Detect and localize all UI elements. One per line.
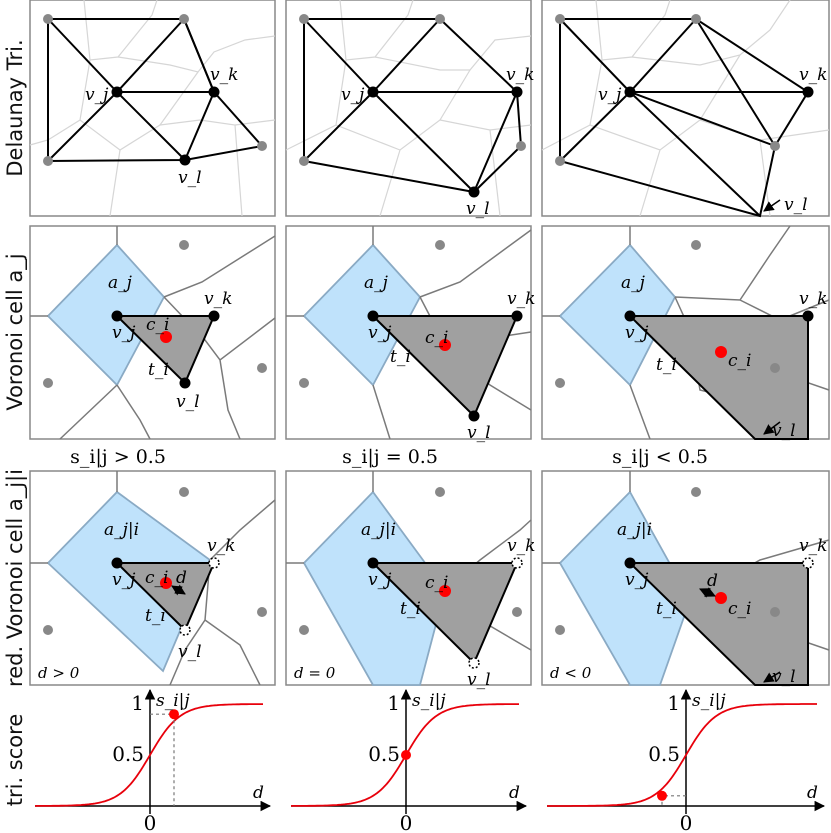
label-aji: a_j|i (104, 520, 139, 540)
panel-delaunay-1 (29, 0, 276, 217)
label-vk: v_k (507, 289, 535, 309)
label-vl: v_l (176, 392, 200, 412)
condition-1: s_i|j > 0.5 (70, 446, 166, 468)
d-label-2: d = 0 (294, 664, 336, 682)
xtick-0: 0 (400, 811, 413, 833)
x-axis-label: d (253, 783, 264, 803)
label-vj: v_j (341, 85, 365, 105)
score-curve (34, 703, 263, 807)
label-vk: v_k (507, 536, 535, 556)
xtick-0: 0 (680, 811, 693, 833)
panel-voronoi-2 (285, 225, 532, 440)
label-vl: v_l (178, 642, 202, 662)
label-vk: v_k (799, 536, 827, 556)
condition-2: s_i|j = 0.5 (342, 446, 438, 468)
label-aj: a_j (108, 273, 133, 293)
label-vj: v_j (368, 323, 392, 343)
panel-delaunay-3 (541, 0, 830, 218)
ytick-1: 1 (131, 691, 144, 715)
score-plots: 1 0.5 0 s_i|jd 1 0.5 0 s_i|jd 1 0.5 0 s_i|jd (34, 688, 826, 833)
row-label-reduced: red. Voronoi cell a_j|i (3, 469, 27, 687)
panel-delaunay-2 (285, 0, 532, 217)
label-ci: c_i (425, 328, 448, 348)
label-vj: v_j (625, 323, 649, 343)
row-label-score: tri. score (3, 713, 27, 807)
d-label-3: d < 0 (550, 664, 592, 682)
d-label-1: d > 0 (38, 664, 80, 682)
panel-reduced-2 (285, 470, 532, 686)
label-ci: c_i (145, 568, 168, 588)
label-ti: t_i (390, 347, 411, 367)
label-aji: a_j|i (361, 520, 396, 540)
ytick-0.5: 0.5 (368, 742, 400, 766)
ytick-0.5: 0.5 (648, 742, 680, 766)
label-vl: v_l (178, 168, 202, 188)
label-vj: v_j (625, 570, 649, 590)
label-aj: a_j (621, 273, 646, 293)
score-marker (401, 750, 411, 760)
label-ti: t_i (148, 360, 169, 380)
ytick-1: 1 (667, 691, 680, 715)
label-ci: c_i (425, 573, 448, 593)
score-curve (547, 703, 817, 807)
x-axis-label: d (807, 783, 818, 803)
label-ti: t_i (656, 599, 677, 619)
label-ti: t_i (656, 355, 677, 375)
label-vk: v_k (204, 289, 232, 309)
label-vk: v_k (799, 289, 827, 309)
label-vj: v_j (112, 323, 136, 343)
row-label-delaunay: Delaunay Tri. (3, 39, 27, 177)
label-vl: v_l (467, 423, 491, 443)
label-vl: v_l (466, 199, 490, 219)
panel-reduced-1 (29, 470, 276, 686)
label-d: d (176, 568, 187, 588)
xtick-0: 0 (144, 811, 157, 833)
label-vj: v_j (85, 85, 109, 105)
label-vk: v_k (207, 536, 235, 556)
y-axis-label: s_i|j (156, 691, 190, 711)
score-marker (169, 709, 179, 720)
x-axis-label: d (509, 783, 520, 803)
label-aj: a_j (364, 273, 389, 293)
score-marker (657, 790, 667, 801)
label-ti: t_i (145, 606, 166, 626)
panel-reduced-3 (541, 470, 830, 686)
y-axis-label: s_i|j (692, 691, 726, 711)
label-ci: c_i (728, 351, 751, 371)
label-d: d (707, 571, 718, 591)
label-vj: v_j (112, 570, 136, 590)
y-axis-label: s_i|j (412, 691, 446, 711)
label-ci: c_i (728, 599, 751, 619)
label-vk: v_k (506, 65, 534, 85)
ytick-0.5: 0.5 (112, 742, 144, 766)
row-label-voronoi: Voronoi cell a_j (3, 253, 27, 411)
panel-voronoi-3 (541, 225, 830, 440)
condition-3: s_i|j < 0.5 (612, 446, 708, 468)
label-vl: v_l (784, 195, 808, 215)
panel-voronoi-1 (29, 225, 276, 440)
label-ti: t_i (400, 599, 421, 619)
label-vj: v_j (598, 85, 622, 105)
label-vl: v_l (467, 670, 491, 690)
label-vk: v_k (799, 65, 827, 85)
label-vk: v_k (210, 65, 238, 85)
label-vj: v_j (368, 570, 392, 590)
label-ci: c_i (146, 315, 169, 335)
ytick-1: 1 (387, 691, 400, 715)
label-aji: a_j|i (617, 520, 652, 540)
label-vl: v_l (772, 667, 796, 687)
label-vl: v_l (772, 421, 796, 441)
